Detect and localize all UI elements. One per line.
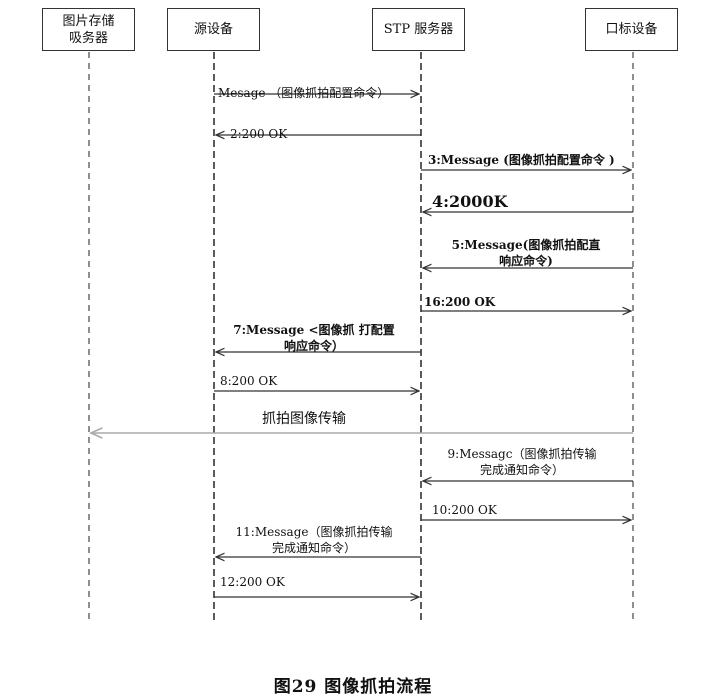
message-label-transfer: 抓拍图像传输 [262,411,346,427]
message-label-10: 10:200 OK [432,503,497,517]
figure-caption: 图29 图像抓拍流程 [273,677,433,697]
participant-source-device: 源设备 [167,8,260,51]
message-label-7: 7:Message <图像抓 打配置 响应命令） [233,323,395,353]
participant-target-device: 口标设备 [585,8,678,51]
message-label-5: 5:Message(图像抓拍配直 响应命令) [451,238,601,268]
message-label-8: 8:200 OK [220,374,278,388]
message-label-4: 4:2000K [432,192,508,211]
participant-storage-server: 图片存储 吸务器 [42,8,135,51]
participant-stp-server: STP 服务器 [372,8,465,51]
message-label-11: 11:Message（图像抓拍传输 完成通知命令） [235,525,393,555]
message-label-2: 2:200 OK [230,127,288,141]
message-label-12: 12:200 OK [220,575,285,589]
message-label-3: 3:Message (图像抓拍配置命令 ) [428,153,615,167]
message-label-9: 9:Messagc（图像抓拍传输 完成通知命令） [447,447,597,477]
message-label-1: Mesage （图像抓拍配置命令） [218,86,390,100]
message-label-6: 16:200 OK [424,295,496,309]
